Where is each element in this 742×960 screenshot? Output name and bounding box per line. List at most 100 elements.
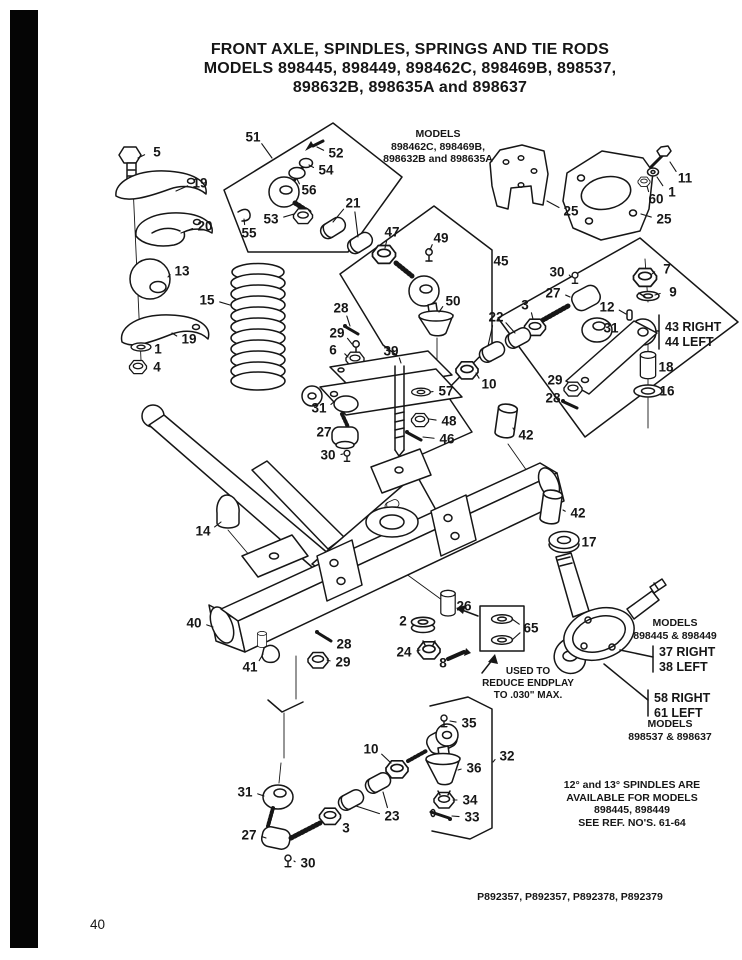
nut-29-right xyxy=(563,381,583,397)
pin-28-mid xyxy=(343,324,360,336)
key-pin-12 xyxy=(626,309,633,321)
callout-3: 3 xyxy=(521,297,529,313)
callout-42: 42 xyxy=(570,505,586,521)
callout-29: 29 xyxy=(547,372,563,388)
callout-27: 27 xyxy=(316,424,332,440)
callout-8: 8 xyxy=(439,655,447,671)
callout-26: 26 xyxy=(456,598,472,614)
callout-28: 28 xyxy=(336,636,352,652)
tie-rod-body-27-right xyxy=(571,284,601,312)
callout-12: 12 xyxy=(599,299,615,315)
leader-lines xyxy=(137,143,677,863)
bolt-8 xyxy=(446,648,471,661)
callout-10: 10 xyxy=(363,741,379,757)
callout-15: 15 xyxy=(199,292,215,308)
callout-17: 17 xyxy=(581,534,597,550)
pin-46 xyxy=(405,430,423,442)
callout-41: 41 xyxy=(242,659,258,675)
enclosure-46-48 xyxy=(417,391,473,457)
callout-46: 46 xyxy=(439,431,455,447)
cotter-pin-33 xyxy=(429,808,452,821)
callout-35: 35 xyxy=(461,715,477,731)
washer-2 xyxy=(410,616,436,634)
castle-nut-24 xyxy=(417,640,441,660)
callout-30: 30 xyxy=(549,264,565,280)
callout-1: 1 xyxy=(154,341,162,357)
threaded-rod-bottom xyxy=(288,820,323,841)
washer-1-left xyxy=(130,342,152,352)
callout-21: 21 xyxy=(345,195,361,211)
bushing-26 xyxy=(440,589,456,617)
page-title: FRONT AXLE, SPINDLES, SPRINGS AND TIE RO… xyxy=(90,40,730,98)
castle-nut-34 xyxy=(433,790,455,809)
bracket-25-left xyxy=(489,144,549,210)
washer-1-right xyxy=(646,167,660,177)
tie-rod-body-27-bottom xyxy=(260,826,292,850)
callout-57: 57 xyxy=(438,383,454,399)
nut-47 xyxy=(371,244,397,265)
clip-55 xyxy=(237,208,251,222)
nut-4 xyxy=(128,359,148,375)
callout-56: 56 xyxy=(301,182,317,198)
pin-28-right xyxy=(561,399,579,410)
nut-48 xyxy=(410,412,430,428)
callout-19: 19 xyxy=(192,175,208,191)
clamp-41 xyxy=(257,631,281,664)
ball-stud-31-mid xyxy=(333,395,359,429)
fitting-30-mid xyxy=(343,449,351,462)
bushing-18 xyxy=(639,350,657,380)
callout-45: 45 xyxy=(493,253,509,269)
ball-stud-31-bottom xyxy=(262,784,294,828)
nut-53 xyxy=(292,208,314,225)
fitting-29-mid xyxy=(352,340,360,354)
washer-16 xyxy=(633,384,663,398)
endplay-arrow-to-washer xyxy=(456,605,479,617)
ball-stud-31-right xyxy=(581,317,613,343)
callout-27: 27 xyxy=(241,827,257,843)
fitting-49 xyxy=(425,248,433,262)
callout-20: 20 xyxy=(197,218,213,234)
bushings-21 xyxy=(317,214,376,257)
binding-edge-bar xyxy=(10,10,38,948)
enclosure-right-steering-group xyxy=(497,237,739,438)
spring-cap-20 xyxy=(135,212,213,247)
callout-2: 2 xyxy=(399,613,407,629)
callout-65: 65 xyxy=(523,620,539,636)
callout-7: 7 xyxy=(663,261,671,277)
callout-33: 33 xyxy=(464,809,480,825)
inset-outline-top-left xyxy=(223,122,403,253)
washer-56 xyxy=(288,166,306,180)
callout-18: 18 xyxy=(658,359,674,375)
spindle xyxy=(553,552,667,675)
tie-rod-end-36 xyxy=(406,723,461,786)
callout-42: 42 xyxy=(518,427,534,443)
callout-34: 34 xyxy=(462,792,478,808)
tie-rod-end-51 xyxy=(268,157,314,215)
callout-39: 39 xyxy=(383,343,399,359)
title-line-3: 898632B, 898635A and 898637 xyxy=(292,79,528,97)
callout-52: 52 xyxy=(328,145,344,161)
fitting-30-right xyxy=(571,271,579,284)
bushings-22 xyxy=(476,324,534,366)
inset-border-bottom xyxy=(267,696,493,840)
mount-plate-rear xyxy=(430,494,477,557)
callout-3: 3 xyxy=(342,820,350,836)
bushing-42-upper xyxy=(493,402,519,440)
screw-52 xyxy=(305,139,325,151)
kingpin-top-plate xyxy=(370,448,432,494)
callout-40: 40 xyxy=(186,615,202,631)
callout-28: 28 xyxy=(545,390,561,406)
callout-32: 32 xyxy=(499,748,515,764)
nut-7 xyxy=(632,267,658,288)
callout-47: 47 xyxy=(384,224,400,240)
coil-spring-15 xyxy=(230,262,286,391)
pivot-boss xyxy=(365,506,419,538)
washer-9 xyxy=(636,290,660,302)
title-line-2: MODELS 898445, 898449, 898462C, 898469B,… xyxy=(203,60,617,78)
